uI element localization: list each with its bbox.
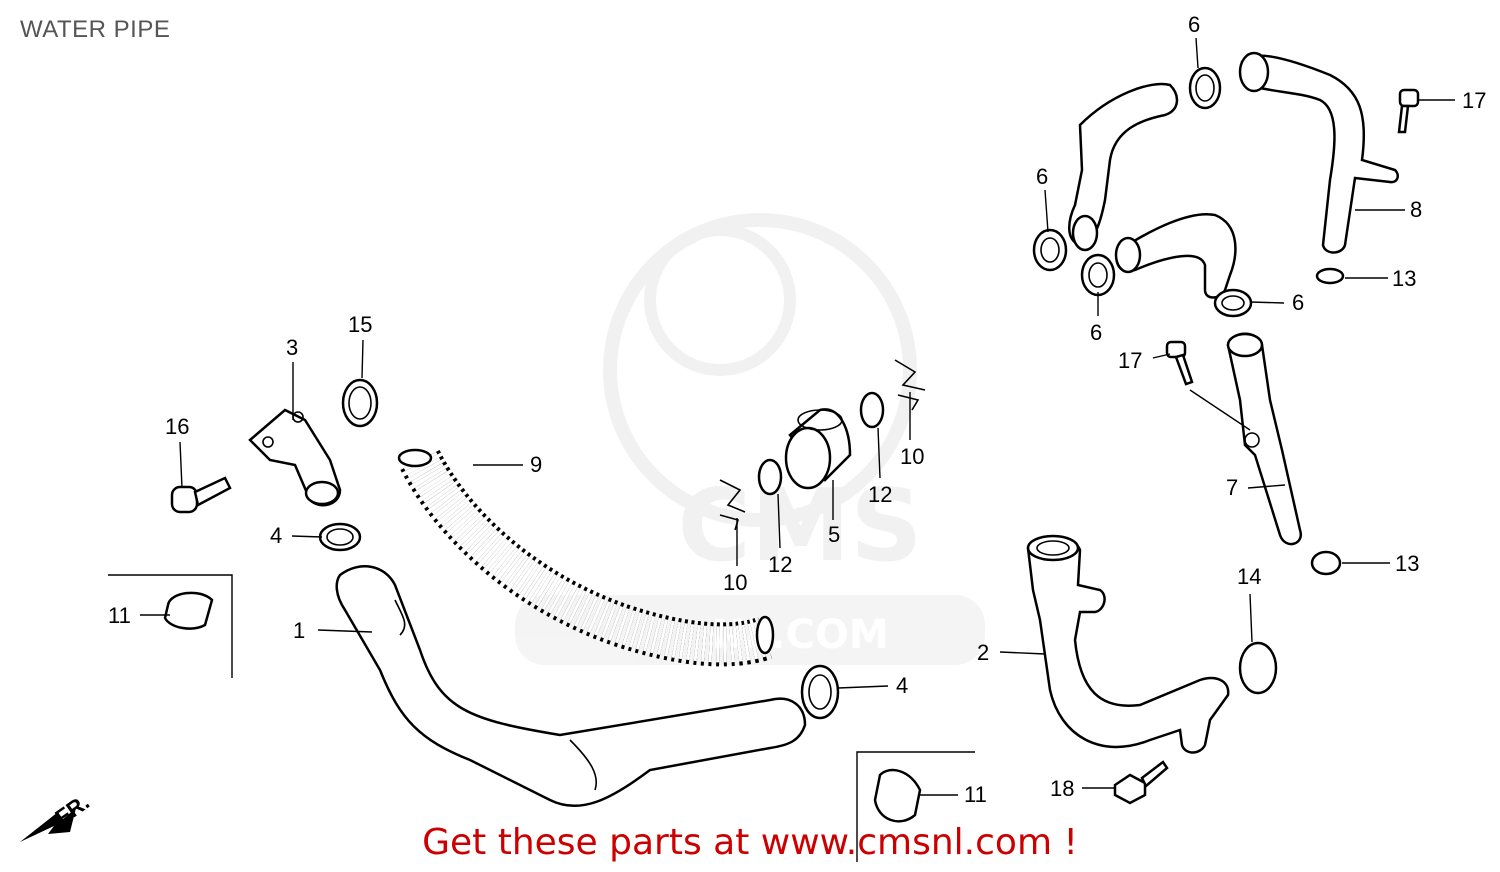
footer-promo-text[interactable]: Get these parts at www.cmsnl.com ! [422,822,1078,863]
callout-10-a: 10 [723,570,747,595]
callout-18: 18 [1050,776,1074,801]
callout-12-a: 12 [768,552,792,577]
callout-numbers: 1 2 3 4 4 5 6 6 6 6 7 8 9 10 10 11 11 12… [108,12,1486,807]
part-3-water-outlet[interactable] [248,408,342,507]
part-13-o-ring-lower[interactable] [1310,550,1342,576]
part-5-joint[interactable] [784,408,852,490]
part-11-clamp-right[interactable] [856,751,975,862]
part-9-corrugated-hose[interactable] [397,448,775,667]
callout-3: 3 [286,335,298,360]
callout-14: 14 [1237,564,1261,589]
callout-16: 16 [165,414,189,439]
part-10-clip-a[interactable] [719,479,746,531]
callout-10-b: 10 [900,444,924,469]
part-16-bolt[interactable] [170,476,232,514]
part-13-o-ring-upper[interactable] [1315,267,1345,285]
part-18-bolt[interactable] [1113,760,1169,805]
part-6-clamp-b[interactable] [1032,228,1068,272]
leader-lines [140,37,1455,796]
callout-17-upper: 17 [1462,88,1486,113]
callout-13-upper: 13 [1392,266,1416,291]
callout-8: 8 [1410,197,1422,222]
callout-6-b: 6 [1036,164,1048,189]
callout-6-d: 6 [1292,290,1304,315]
callout-6-c: 6 [1090,320,1102,345]
part-1-radiator-hose[interactable] [335,565,807,808]
callout-11-left: 11 [108,603,131,628]
callout-5: 5 [828,522,840,547]
page-title: WATER PIPE [20,16,171,43]
part-15-o-ring-inner [348,386,372,420]
callout-13-lower: 13 [1395,551,1419,576]
callout-7: 7 [1226,475,1238,500]
callout-1: 1 [293,618,305,643]
callout-11-right: 11 [964,782,987,807]
callout-6-a: 6 [1188,12,1200,37]
part-4-hose-clamp-lower[interactable] [800,664,840,720]
part-17-bolt-lower[interactable] [1165,340,1194,386]
part-4-hose-clamp-upper[interactable] [318,522,362,552]
callout-9: 9 [530,452,542,477]
part-12-o-ring-b[interactable] [859,391,885,429]
callout-4-upper: 4 [270,523,282,548]
part-6-clamp-d[interactable] [1213,288,1253,318]
part-12-o-ring-a[interactable] [757,458,783,496]
part-7-water-pipe[interactable] [1226,332,1303,546]
part-8-water-pipe[interactable] [1238,51,1399,254]
callout-17-lower: 17 [1118,348,1142,373]
part-6-clamp-c[interactable] [1080,253,1116,297]
callout-2: 2 [977,640,989,665]
callout-15: 15 [348,312,372,337]
part-14-o-ring[interactable] [1238,641,1278,695]
part-10-clip-b[interactable] [894,359,926,411]
callout-4-lower: 4 [896,673,908,698]
watermark: CMS NL.COM [515,213,985,665]
part-17-bolt-upper[interactable] [1397,88,1420,134]
part-6-clamp-a[interactable] [1188,66,1222,110]
callout-12-b: 12 [868,482,892,507]
part-11-clamp-left[interactable] [108,574,233,678]
part-2-water-pipe[interactable] [1026,534,1230,754]
